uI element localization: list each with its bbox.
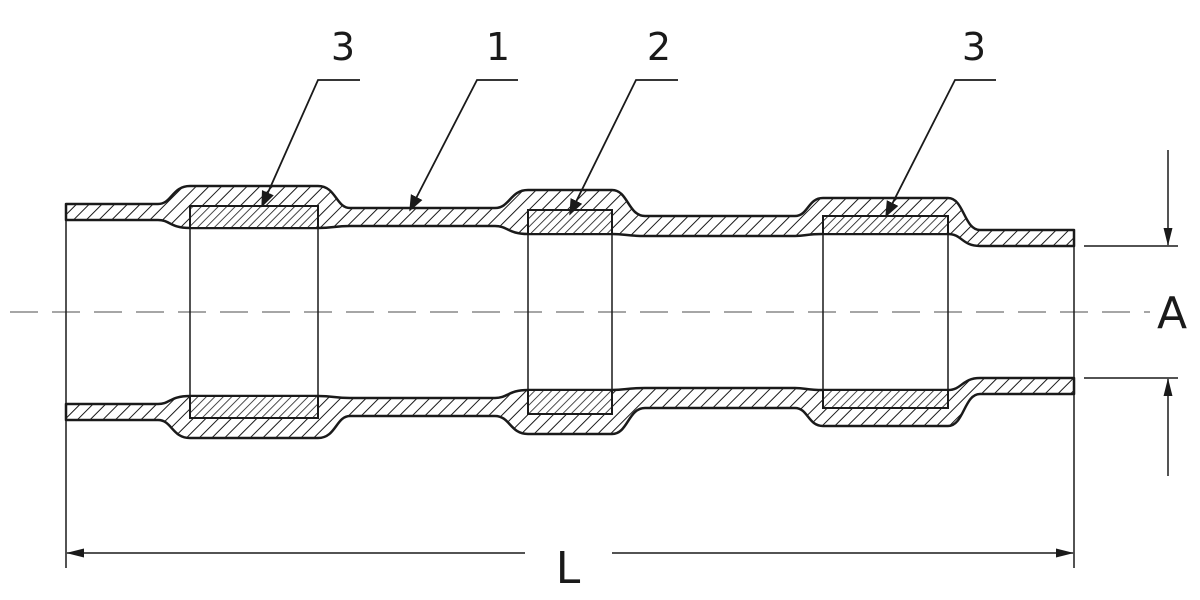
dimension-a [1084, 150, 1178, 476]
dimension-l [65, 394, 1075, 568]
ring-middle-bottom [527, 389, 613, 415]
dimension-a-label: A [1157, 288, 1187, 339]
callout-ring-left: 3 [331, 25, 355, 69]
callout-middle-ring: 2 [647, 25, 671, 69]
callout-tube: 1 [486, 25, 510, 69]
callout-ring-right: 3 [962, 25, 986, 69]
callout-leaders [261, 79, 996, 218]
dimension-l-label: L [556, 543, 581, 594]
inner-edges [65, 220, 1075, 404]
ring-left-bottom [189, 395, 319, 419]
ring-right-top [822, 215, 949, 235]
ring-right-bottom [822, 389, 949, 409]
ring-left-top [189, 205, 319, 229]
